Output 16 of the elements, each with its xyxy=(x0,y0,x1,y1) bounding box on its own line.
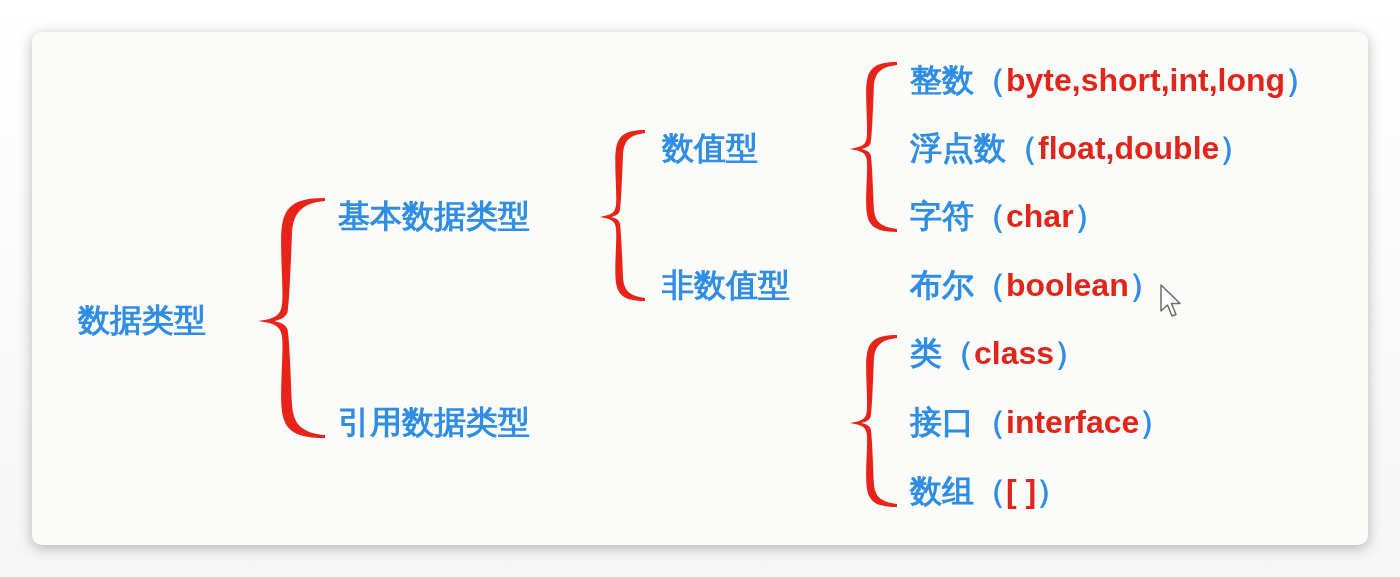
category-label: 基本数据类型 xyxy=(338,197,530,235)
curly-brace xyxy=(850,62,897,232)
category-label: 接口（interface） xyxy=(910,403,1172,441)
category-label: 非数值型 xyxy=(662,266,790,304)
category-label: 字符（char） xyxy=(910,197,1106,235)
category-label: 布尔（boolean） xyxy=(910,266,1161,304)
category-label: 数据类型 xyxy=(78,301,206,339)
category-label: 引用数据类型 xyxy=(338,403,530,441)
category-label: 数组（[ ]） xyxy=(910,472,1069,510)
curly-brace xyxy=(850,335,897,507)
category-label: 类（class） xyxy=(910,334,1087,372)
category-label: 数值型 xyxy=(662,129,758,167)
category-label: 整数（byte,short,int,long） xyxy=(910,61,1318,99)
curly-brace xyxy=(258,198,325,438)
category-label: 浮点数（float,double） xyxy=(910,129,1252,167)
curly-brace xyxy=(600,130,645,301)
